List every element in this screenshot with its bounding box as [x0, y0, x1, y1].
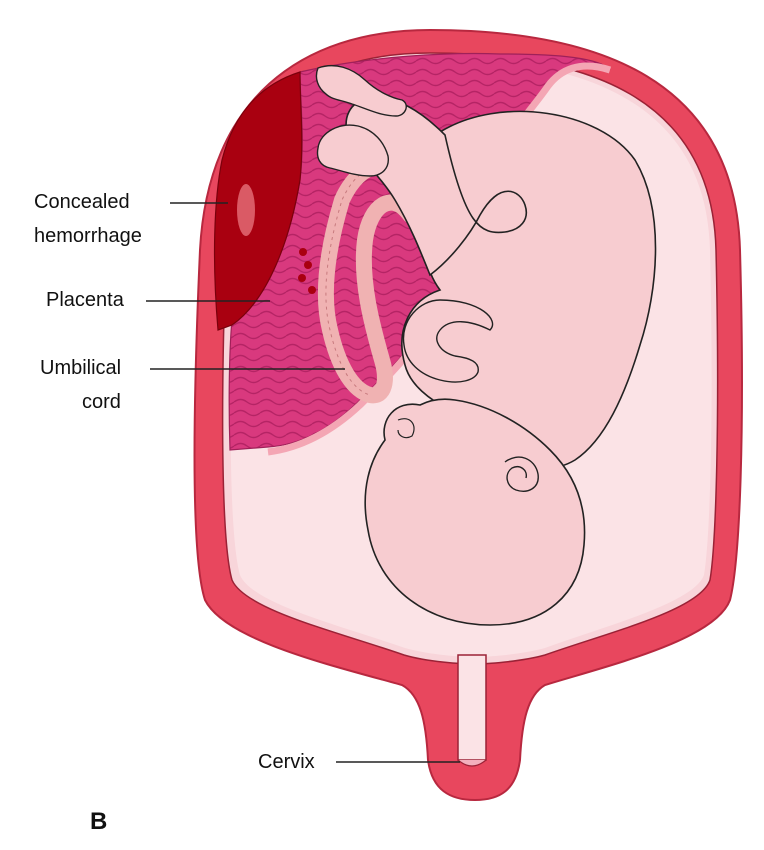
figure-label: B	[90, 808, 107, 836]
label-cervix: Cervix	[258, 750, 315, 774]
label-concealed-hemorrhage-line1: Concealed	[34, 190, 130, 214]
label-umbilical-cord-line2: cord	[82, 390, 121, 414]
cervical-canal	[458, 655, 486, 760]
label-concealed-hemorrhage-line2: hemorrhage	[34, 224, 142, 248]
label-umbilical-cord-line1: Umbilical	[40, 356, 121, 380]
label-placenta: Placenta	[46, 288, 124, 312]
hemorrhage-highlight	[237, 184, 255, 236]
